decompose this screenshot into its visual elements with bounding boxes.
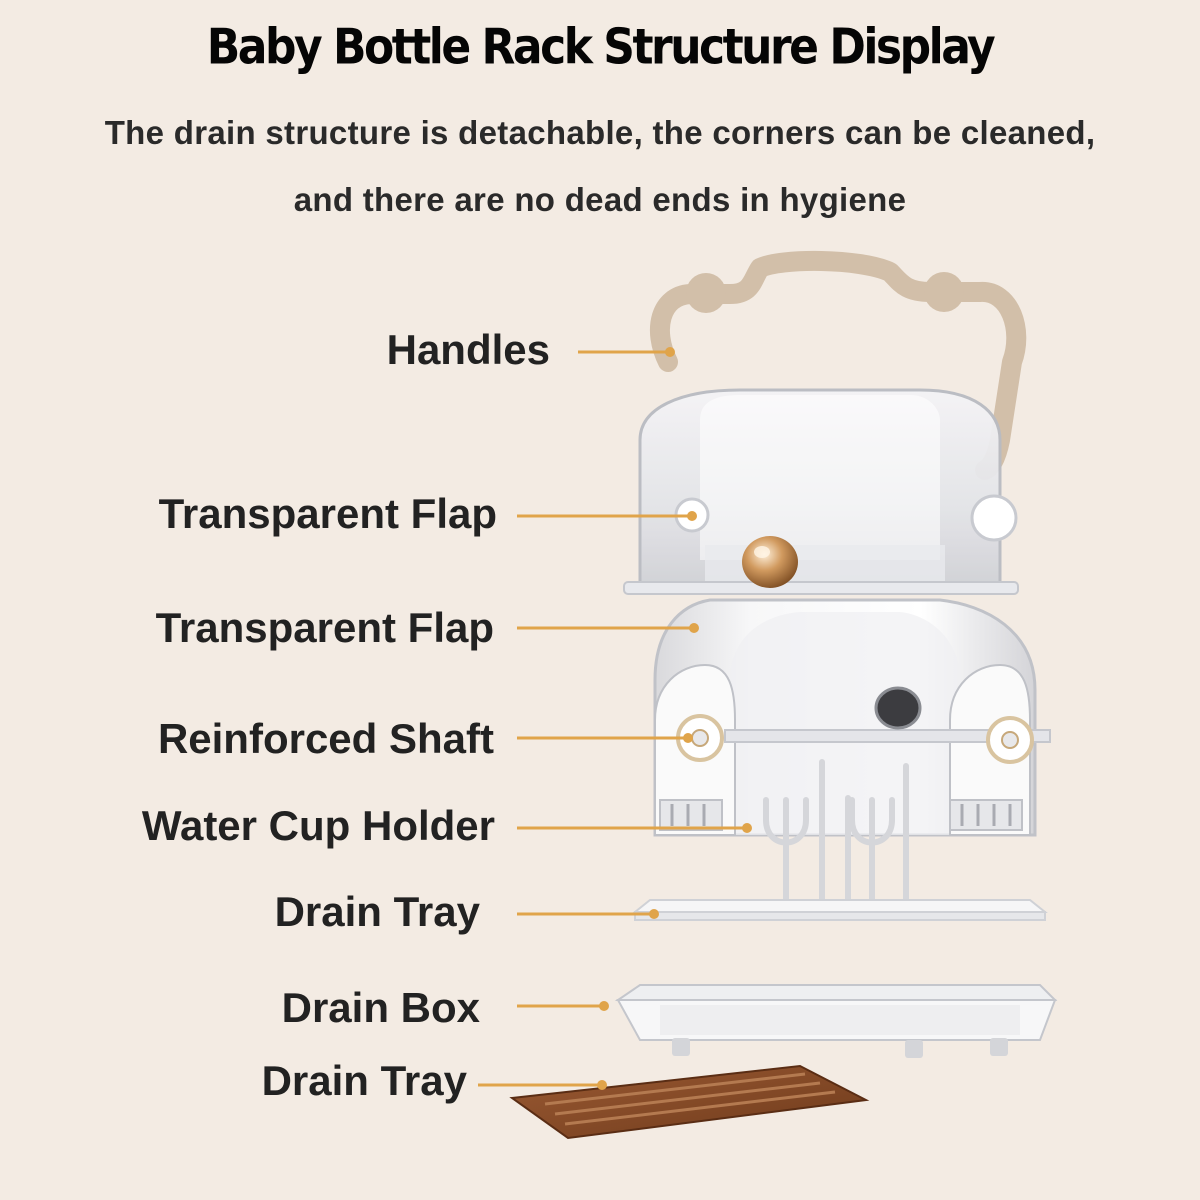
upper-lid-part <box>623 388 1019 595</box>
handle-part <box>649 250 1027 480</box>
subtitle-line-1: The drain structure is detachable, the c… <box>104 114 1096 151</box>
cup-holder-part <box>763 759 909 905</box>
label-transparent-flap-lower: Transparent Flap <box>155 604 494 651</box>
label-drain-tray-upper: Drain Tray <box>274 888 480 935</box>
leader-lines <box>478 347 752 1090</box>
drain-tray-upper-part <box>632 899 1048 921</box>
label-drain-tray-lower: Drain Tray <box>261 1057 467 1104</box>
label-drain-box: Drain Box <box>281 984 480 1031</box>
label-reinforced-shaft: Reinforced Shaft <box>157 715 494 762</box>
lid-knob <box>742 536 798 588</box>
label-transparent-flap-upper: Transparent Flap <box>158 490 497 537</box>
label-water-cup-holder: Water Cup Holder <box>141 802 495 849</box>
page-title: Baby Bottle Rack Structure Display <box>206 18 996 77</box>
body-frame-part <box>653 598 1051 837</box>
drain-box-part <box>614 984 1058 1058</box>
subtitle-line-2: and there are no dead ends in hygiene <box>293 181 907 218</box>
drain-tray-lower-part <box>509 1064 870 1140</box>
label-handles: Handles <box>386 326 550 373</box>
